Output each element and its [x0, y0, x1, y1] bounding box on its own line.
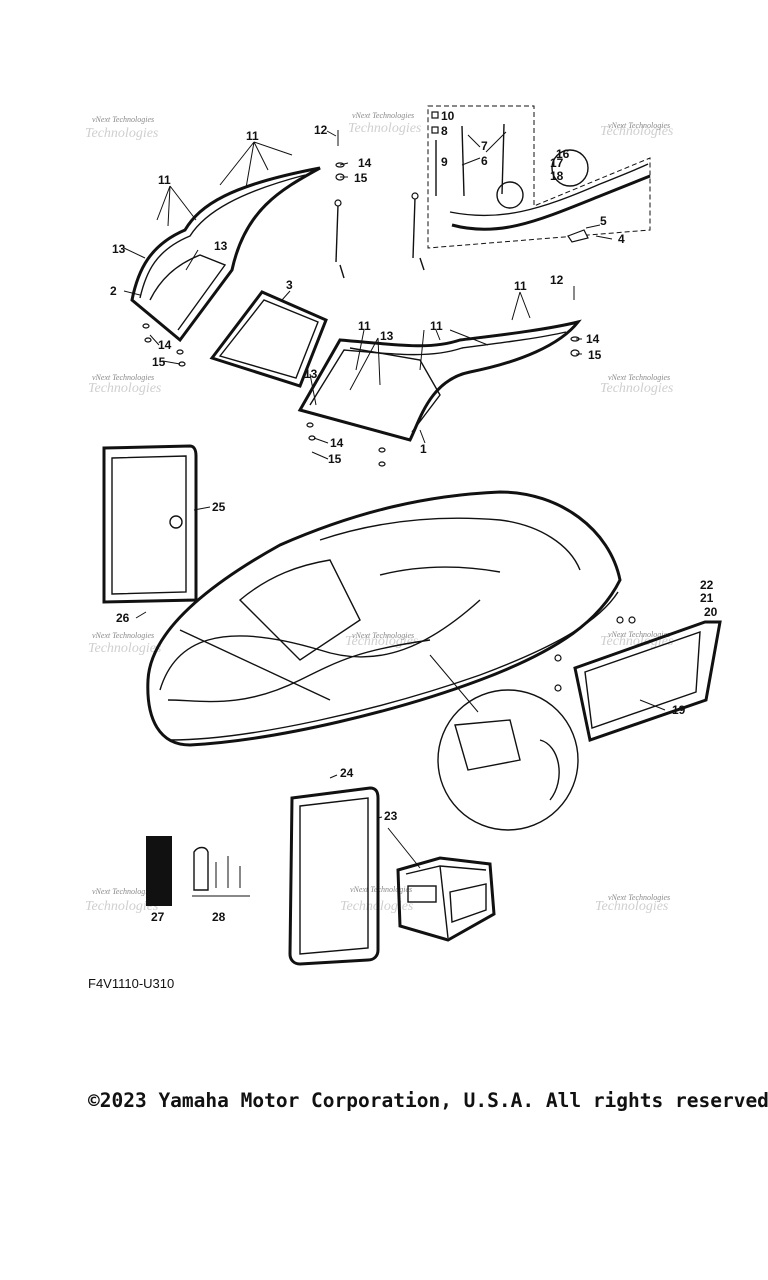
watermark: vNext Technologies	[608, 893, 670, 902]
callout-13: 13	[112, 242, 126, 256]
watermark: vNext Technologies	[608, 373, 670, 382]
callout-14: 14	[358, 156, 372, 170]
callout-5: 5	[600, 214, 607, 228]
callout-7: 7	[481, 139, 488, 153]
callout-4: 4	[618, 232, 625, 246]
diagram-code: F4V1110-U310	[88, 976, 175, 991]
cushion	[288, 786, 380, 966]
callout-26: 26	[116, 611, 130, 625]
callout-6: 6	[481, 154, 488, 168]
callout-13: 13	[214, 239, 228, 253]
callout-labels: 1 2 3 4 5 6 7 8 9 10 11 11 11 11 11 12 1…	[110, 109, 718, 924]
callout-16: 16	[556, 147, 570, 161]
decal-and-kit	[146, 836, 250, 906]
callout-22: 22	[700, 578, 714, 592]
windshield-center	[209, 290, 328, 388]
watermark-bg: Technologies	[88, 381, 162, 396]
hatch-cover	[102, 444, 198, 604]
callout-9: 9	[441, 155, 448, 169]
watermark-bg: Technologies	[348, 121, 422, 136]
callout-14: 14	[586, 332, 600, 346]
callout-13: 13	[304, 367, 318, 381]
callout-20: 20	[704, 605, 718, 619]
callout-11: 11	[430, 319, 443, 333]
watermark: vNext Technologies	[92, 887, 154, 896]
watermark: vNext Technologies	[92, 115, 154, 124]
callout-24: 24	[340, 766, 354, 780]
callout-15: 15	[328, 452, 342, 466]
callout-18: 18	[550, 169, 564, 183]
callout-15: 15	[152, 355, 166, 369]
watermark-bg: Technologies	[85, 126, 159, 141]
struts	[334, 192, 425, 279]
callout-21: 21	[700, 591, 714, 605]
parts-diagram: Technologies vNext Technologies Technolo…	[85, 105, 722, 966]
callout-28: 28	[212, 910, 226, 924]
watermark: vNext Technologies	[352, 111, 414, 120]
inset-box-top	[427, 105, 651, 249]
callout-12: 12	[550, 273, 564, 287]
watermark-bg: Technologies	[85, 899, 159, 914]
callout-2: 2	[110, 284, 117, 298]
callout-15: 15	[354, 171, 368, 185]
callout-11: 11	[246, 129, 259, 143]
watermark: vNext Technologies	[352, 631, 414, 640]
callout-3: 3	[286, 278, 293, 292]
callout-19: 19	[672, 703, 686, 717]
storage-box	[396, 856, 496, 942]
watermark: vNext Technologies	[350, 885, 412, 894]
callout-10: 10	[441, 109, 455, 123]
callout-25: 25	[212, 500, 226, 514]
callout-15: 15	[588, 348, 602, 362]
callout-27: 27	[151, 910, 165, 924]
watermark: vNext Technologies	[92, 631, 154, 640]
watermark-bg: Technologies	[600, 124, 674, 139]
watermark-bg: Technologies	[595, 899, 669, 914]
leader-lines	[123, 130, 666, 869]
callout-13: 13	[380, 329, 394, 343]
watermark-bg: Technologies	[600, 634, 674, 649]
callout-12: 12	[314, 123, 328, 137]
watermark: vNext Technologies	[608, 121, 670, 130]
callout-14: 14	[330, 436, 344, 450]
watermarks: Technologies vNext Technologies Technolo…	[85, 111, 674, 914]
watermark-bg: Technologies	[600, 381, 674, 396]
copyright-notice: ©2023 Yamaha Motor Corporation, U.S.A. A…	[88, 1089, 768, 1112]
watermark: vNext Technologies	[92, 373, 154, 382]
callout-14: 14	[158, 338, 172, 352]
windshield-right	[297, 319, 582, 442]
callout-17: 17	[550, 156, 564, 170]
callout-11: 11	[358, 319, 371, 333]
compartment-detail	[429, 616, 722, 831]
windshield-left	[130, 166, 321, 343]
watermark-bg: Technologies	[88, 641, 162, 656]
boat-hull	[146, 490, 622, 747]
callout-23: 23	[384, 809, 398, 823]
callout-8: 8	[441, 124, 448, 138]
callout-11: 11	[158, 173, 171, 187]
hardware	[142, 130, 580, 467]
watermark: vNext Technologies	[608, 630, 670, 639]
callout-11: 11	[514, 279, 527, 293]
callout-1: 1	[420, 442, 427, 456]
